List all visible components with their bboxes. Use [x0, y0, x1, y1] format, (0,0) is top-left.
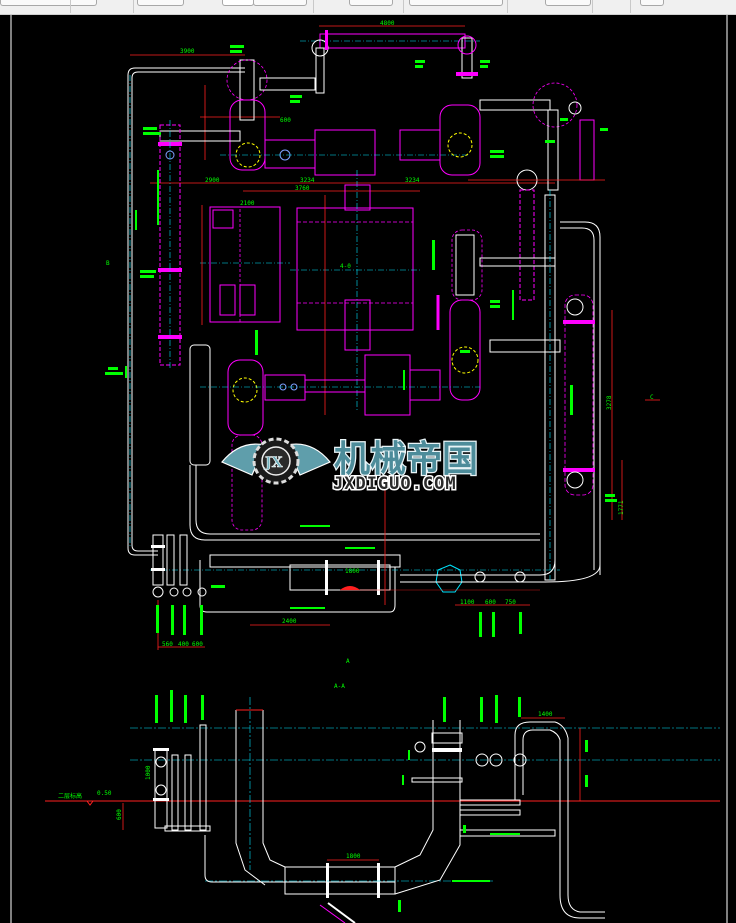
svg-text:2400: 2400 [282, 618, 297, 625]
svg-text:A: A [346, 658, 350, 665]
svg-text:3234: 3234 [300, 177, 315, 184]
toolbar-button-7[interactable] [640, 0, 664, 6]
svg-text:JX: JX [263, 455, 283, 471]
toolbar-separator [403, 0, 404, 13]
svg-text:机械帝国: 机械帝国 [334, 439, 478, 480]
watermark-logo: JX 机械帝国 JXDIGUO.COM [221, 437, 479, 496]
svg-text:3278: 3278 [606, 395, 613, 410]
piping-drawing: 3900 4800 2900 3234 3760 3234 2100 600 2… [10, 15, 728, 923]
plan-view: 3900 4800 2900 3234 3760 3234 2100 600 2… [105, 20, 660, 665]
toolbar-separator [592, 0, 593, 13]
svg-text:3234: 3234 [405, 177, 420, 184]
toolbar-button-3[interactable] [253, 0, 307, 6]
svg-text:3760: 3760 [295, 185, 310, 192]
svg-text:1800: 1800 [346, 853, 361, 860]
svg-text:560: 560 [162, 641, 173, 648]
cad-drawing-canvas[interactable]: 3900 4800 2900 3234 3760 3234 2100 600 2… [0, 15, 736, 923]
svg-text:600: 600 [280, 117, 291, 124]
toolbar-button-1[interactable] [0, 0, 97, 6]
svg-text:二层标高: 二层标高 [58, 792, 82, 800]
svg-text:0.50: 0.50 [97, 790, 112, 797]
toolbar-button-5[interactable] [409, 0, 503, 6]
svg-text:B: B [106, 260, 110, 267]
svg-text:1800: 1800 [345, 568, 360, 575]
toolbar-button-2[interactable] [137, 0, 184, 6]
svg-text:600: 600 [192, 641, 203, 648]
toolbar-separator [630, 0, 631, 13]
section-view: A-A 二层标高 0.50 600 1000 1800 [45, 683, 720, 923]
svg-text:A-A: A-A [334, 683, 345, 690]
toolbar-separator [313, 0, 314, 13]
toolbar-separator [70, 0, 71, 13]
svg-text:2100: 2100 [240, 200, 255, 207]
svg-text:JXDIGUO.COM: JXDIGUO.COM [333, 474, 457, 494]
cad-toolbar [0, 0, 736, 15]
svg-text:4800: 4800 [380, 20, 395, 27]
svg-text:750: 750 [505, 599, 516, 606]
svg-text:C: C [650, 394, 654, 401]
svg-text:4-0: 4-0 [340, 263, 351, 270]
svg-text:600: 600 [485, 599, 496, 606]
svg-text:1100: 1100 [460, 599, 475, 606]
toolbar-button-4[interactable] [349, 0, 393, 6]
svg-text:600: 600 [116, 809, 123, 820]
toolbar-separator [507, 0, 508, 13]
svg-text:3900: 3900 [180, 48, 195, 55]
svg-text:1771: 1771 [618, 500, 625, 515]
svg-text:2900: 2900 [205, 177, 220, 184]
svg-text:1400: 1400 [538, 711, 553, 718]
svg-text:400: 400 [178, 641, 189, 648]
toolbar-input[interactable] [222, 0, 254, 6]
svg-text:1000: 1000 [145, 765, 152, 780]
toolbar-button-6[interactable] [545, 0, 591, 6]
toolbar-separator [133, 0, 134, 13]
